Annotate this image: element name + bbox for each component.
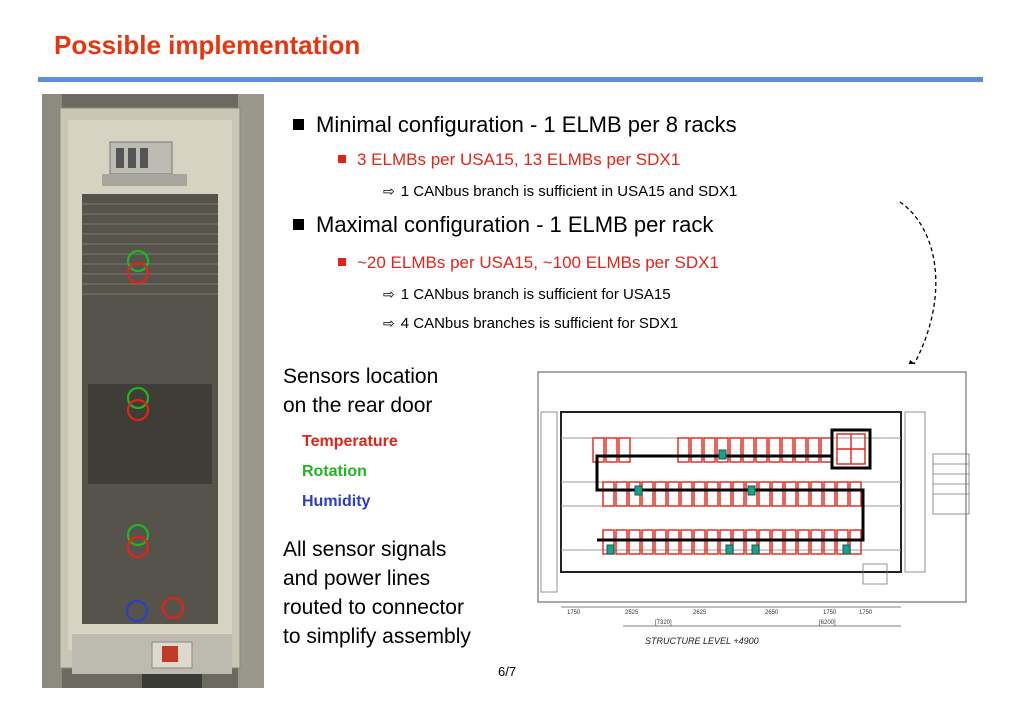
dashed-arrow [899,201,937,374]
dim-6: 1750 [859,610,873,616]
bullet-minimal: Minimal configuration - 1 ELMB per 8 rac… [293,112,737,138]
structure-level-label: STRUCTURE LEVEL +4900 [645,636,759,646]
signals-text: All sensor signals and power lines route… [283,538,471,648]
legend-rotation: Rotation [302,463,367,480]
square-bullet-icon [293,119,304,130]
rack-door-photo [42,94,264,688]
arrow-right-icon: ⇨ [383,286,395,302]
arrow-right-icon: ⇨ [383,183,395,199]
square-bullet-icon [338,155,346,163]
sub-dim-1: [7320] [655,620,672,626]
square-bullet-icon [338,258,346,266]
sensors-location-text: Sensors location on the rear door [283,365,439,417]
dim-4: 2650 [765,610,779,616]
arrow-right-icon: ⇨ [383,315,395,331]
sub-dim-2: [6200] [819,620,836,626]
page-number: 6/7 [498,664,517,679]
dim-2: 2525 [625,610,639,616]
sub-bullet-maximal: ~20 ELMBs per USA15, ~100 ELMBs per SDX1 [338,253,719,273]
title-divider [38,77,983,82]
legend-humidity: Humidity [302,493,371,510]
dim-5: 1750 [823,610,837,616]
subsub-bullet-minimal: ⇨1 CANbus branch is sufficient in USA15 … [383,183,738,200]
floor-plan-drawing: 1750 2525 2625 2650 1750 1750 [7320] [62… [533,364,973,656]
dim-3: 2625 [693,610,707,616]
square-bullet-icon [293,219,304,230]
subsub-bullet-maximal-2: ⇨4 CANbus branches is sufficient for SDX… [383,315,679,332]
slide-title: Possible implementation [54,30,361,60]
bullet-maximal: Maximal configuration - 1 ELMB per rack [293,212,713,238]
legend-temperature: Temperature [302,433,398,450]
sub-bullet-minimal: 3 ELMBs per USA15, 13 ELMBs per SDX1 [338,150,680,170]
dim-1: 1750 [567,610,581,616]
subsub-bullet-maximal-1: ⇨1 CANbus branch is sufficient for USA15 [383,286,671,303]
